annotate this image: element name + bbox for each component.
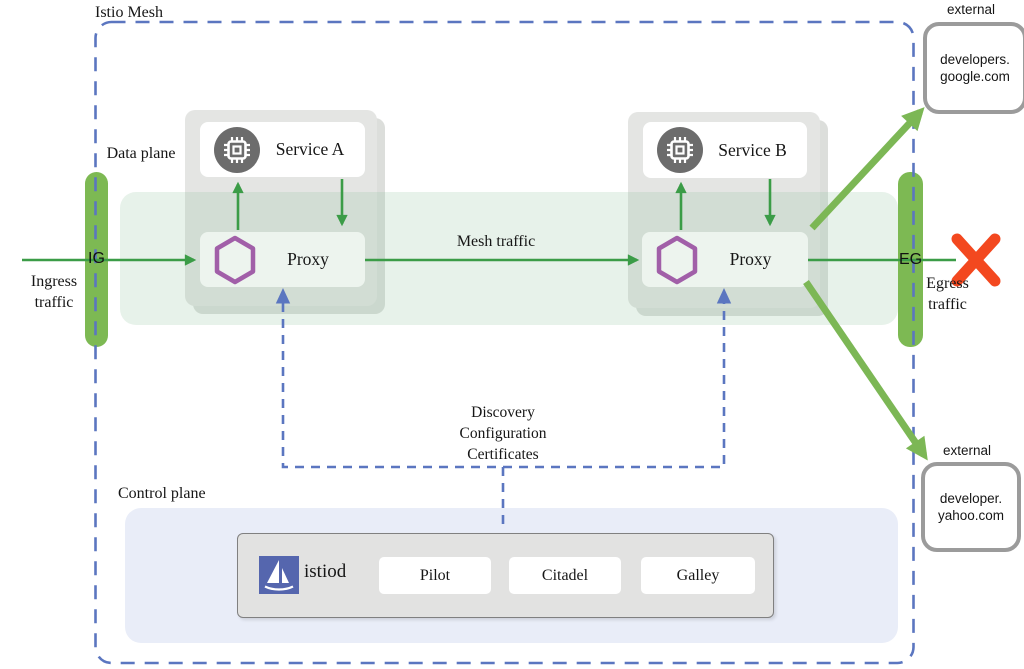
control-channel-line: Configuration bbox=[459, 425, 547, 442]
service-a-node: Service A bbox=[200, 122, 365, 177]
data-plane-label: Data plane bbox=[106, 145, 176, 162]
istiod-box: istiod Pilot Citadel Galley bbox=[237, 533, 774, 618]
hexagon-icon bbox=[213, 235, 257, 285]
cpu-chip-icon bbox=[656, 126, 704, 174]
ingress-traffic-label: Ingress traffic bbox=[30, 273, 78, 311]
external-host-line: google.com bbox=[940, 69, 1010, 84]
cpu-chip-icon bbox=[213, 126, 261, 174]
egress-gateway-label: EG bbox=[898, 251, 923, 268]
ingress-gateway-label: IG bbox=[88, 250, 105, 267]
mesh-title: Istio Mesh bbox=[95, 4, 163, 21]
istiod-label: istiod bbox=[304, 561, 347, 582]
control-channel-line: Certificates bbox=[467, 446, 539, 463]
external-host-line: developer. bbox=[939, 491, 1003, 506]
component-galley: Galley bbox=[641, 557, 755, 594]
egress-traffic-label: Egress traffic bbox=[926, 275, 969, 313]
hexagon-icon bbox=[655, 235, 699, 285]
proxy-a-node: Proxy bbox=[200, 232, 365, 287]
service-b-label: Service B bbox=[718, 139, 787, 160]
external-host-line: developers. bbox=[940, 52, 1010, 67]
proxy-a-label: Proxy bbox=[287, 249, 329, 269]
control-channel-line: Discovery bbox=[471, 404, 535, 421]
external-tag: external bbox=[946, 2, 996, 17]
control-channel-label: Discovery Configuration Certificates bbox=[403, 402, 603, 465]
proxy-b-node: Proxy bbox=[642, 232, 808, 287]
external-host-line: yahoo.com bbox=[937, 508, 1005, 523]
istio-sailboat-icon bbox=[259, 556, 299, 594]
component-pilot: Pilot bbox=[379, 557, 491, 594]
service-b-node: Service B bbox=[643, 122, 807, 178]
service-a-label: Service A bbox=[275, 139, 345, 159]
external-endpoint-google: developers. google.com bbox=[923, 22, 1024, 114]
external-tag: external bbox=[942, 443, 992, 458]
control-plane-label: Control plane bbox=[118, 485, 206, 502]
component-citadel: Citadel bbox=[509, 557, 621, 594]
external-endpoint-yahoo: developer. yahoo.com bbox=[921, 462, 1021, 552]
proxy-b-label: Proxy bbox=[729, 249, 772, 269]
mesh-traffic-label: Mesh traffic bbox=[456, 233, 536, 250]
